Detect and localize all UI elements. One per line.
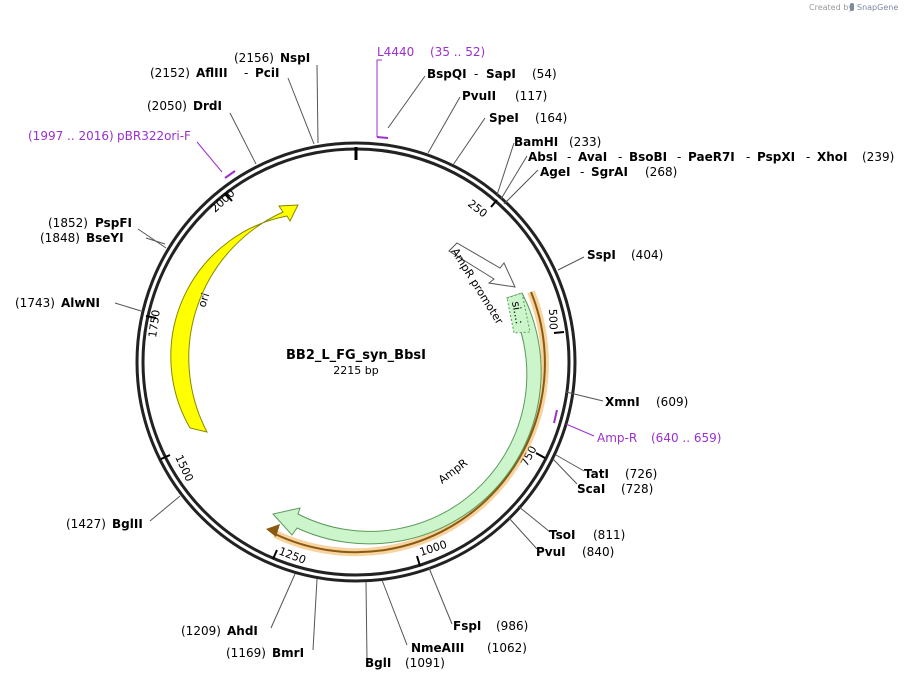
site-xmni-pos: (609) <box>656 395 688 409</box>
site-spei-pos: (164) <box>535 111 567 125</box>
ori-feature[interactable] <box>170 204 299 433</box>
site-afliii-pos: (2152) <box>150 66 190 80</box>
svg-text:-: - <box>244 66 248 80</box>
svg-text:-: - <box>746 150 750 164</box>
primer-pbr322ori-f[interactable]: (1997 .. 2016) pBR322ori-F <box>28 129 236 179</box>
site-pspxi-name: PspXI <box>757 150 795 164</box>
site-pspfi-pos: (1852) <box>48 216 88 230</box>
site-tati-pos: (726) <box>625 467 657 481</box>
primer-l4440[interactable]: L4440 (35 .. 52) <box>376 45 485 139</box>
site-sspi-name: SspI <box>587 248 616 262</box>
primer-amp-r[interactable]: Amp-R (640 .. 659) <box>553 409 721 445</box>
tick-1750: 1750 <box>146 309 163 339</box>
site-spei-name: SpeI <box>489 111 519 125</box>
svg-text:-: - <box>567 150 571 164</box>
site-ahdi-name: AhdI <box>227 624 258 638</box>
snapgene-logo-icon <box>850 3 854 11</box>
site-afliii-name: AflIII <box>196 66 228 80</box>
site-bamhi-pos: (233) <box>569 135 601 149</box>
site-fspi-name: FspI <box>453 619 481 633</box>
site-bspqi-name: BspQI <box>427 67 467 81</box>
site-alwni-pos: (1743) <box>15 296 55 310</box>
primer-pbr322-range: (1997 .. 2016) <box>28 129 114 143</box>
site-sapi-name: SapI <box>486 67 516 81</box>
tick-500: 500 <box>546 309 560 330</box>
site-paer7i-name: PaeR7I <box>688 150 735 164</box>
site-nmeaiii-pos: (1062) <box>487 641 527 655</box>
credit-prefix: Created by <box>809 3 853 12</box>
site-bseyi-name: BseYI <box>86 231 124 245</box>
site-agei-name: AgeI <box>540 165 570 179</box>
site-pvuii-name: PvuII <box>462 89 496 103</box>
site-agei-pos: (268) <box>645 165 677 179</box>
svg-text:-: - <box>806 150 810 164</box>
site-leaders <box>114 64 604 661</box>
site-nspi-pos: (2156) <box>234 51 274 65</box>
site-sgrai-name: SgrAI <box>591 165 628 179</box>
primer-l4440-name: L4440 <box>377 45 414 59</box>
site-nspi-name: NspI <box>280 51 310 65</box>
svg-text:-: - <box>580 165 584 179</box>
site-alwni-name: AlwNI <box>61 296 100 310</box>
tick-250: 250 <box>465 197 490 220</box>
site-fspi-pos: (986) <box>496 619 528 633</box>
site-bglii-pos: (1427) <box>66 517 106 531</box>
site-scai-pos: (728) <box>621 482 653 496</box>
site-pspfi-name: PspFI <box>95 216 132 230</box>
site-bgli-pos: (1091) <box>405 656 445 670</box>
plasmid-name: BB2_L_FG_syn_BbsI <box>286 348 426 363</box>
ampr-feature[interactable] <box>272 292 542 545</box>
primer-l4440-range: (35 .. 52) <box>430 45 485 59</box>
ampr-orf-line <box>274 291 546 554</box>
site-scai-name: ScaI <box>577 482 605 496</box>
site-nmeaiii-name: NmeAIII <box>411 641 464 655</box>
site-pvuii-pos: (117) <box>515 89 547 103</box>
signal-label: si...: <box>509 300 526 325</box>
svg-text:-: - <box>618 150 622 164</box>
backbone-outer <box>135 141 577 583</box>
credit-brand: SnapGene <box>857 3 898 12</box>
site-bsobi-name: BsoBI <box>629 150 667 164</box>
ampr-orf-arrowhead <box>266 524 280 537</box>
site-pcii-name: PciI <box>255 66 280 80</box>
site-bmri-pos: (1169) <box>226 646 266 660</box>
ampr-promoter-feature[interactable] <box>448 242 516 288</box>
site-xmni-name: XmnI <box>605 395 640 409</box>
site-bseyi-pos: (1848) <box>40 231 80 245</box>
site-bgli-name: BglI <box>365 656 391 670</box>
site-sspi-pos: (404) <box>631 248 663 262</box>
primer-ampr-range: (640 .. 659) <box>651 431 721 445</box>
site-drdi-name: DrdI <box>193 99 222 113</box>
site-pvui-name: PvuI <box>536 545 566 559</box>
ampr-label: AmpR <box>436 456 470 486</box>
ori-label: ori <box>195 291 212 309</box>
signal-feature[interactable] <box>506 292 531 334</box>
site-bmri-name: BmrI <box>272 646 304 660</box>
plasmid-size: 2215 bp <box>333 364 378 377</box>
site-avai-name: AvaI <box>578 150 607 164</box>
primer-pbr322-name: pBR322ori-F <box>117 129 191 143</box>
site-labels: (2156) NspI (2152) AflIII - PciI (2050) … <box>15 51 894 670</box>
site-bspqi-pos: (54) <box>532 67 557 81</box>
site-pvui-pos: (840) <box>582 545 614 559</box>
site-xhoi-name: XhoI <box>817 150 848 164</box>
site-bglii-name: BglII <box>112 517 143 531</box>
site-ahdi-pos: (1209) <box>181 624 221 638</box>
svg-text:-: - <box>677 150 681 164</box>
site-tati-name: TatI <box>584 467 609 481</box>
tick-1500: 1500 <box>172 453 196 484</box>
site-bamhi-name: BamHI <box>514 135 558 149</box>
tick-2000: 2000 <box>208 187 237 216</box>
site-absi-pos: (239) <box>862 150 894 164</box>
svg-text:-: - <box>474 67 478 81</box>
site-tsoi-name: TsoI <box>549 528 575 542</box>
primer-ampr-name: Amp-R <box>597 431 637 445</box>
site-tsoi-pos: (811) <box>593 528 625 542</box>
site-drdi-pos: (2050) <box>147 99 187 113</box>
site-absi-name: AbsI <box>528 150 557 164</box>
